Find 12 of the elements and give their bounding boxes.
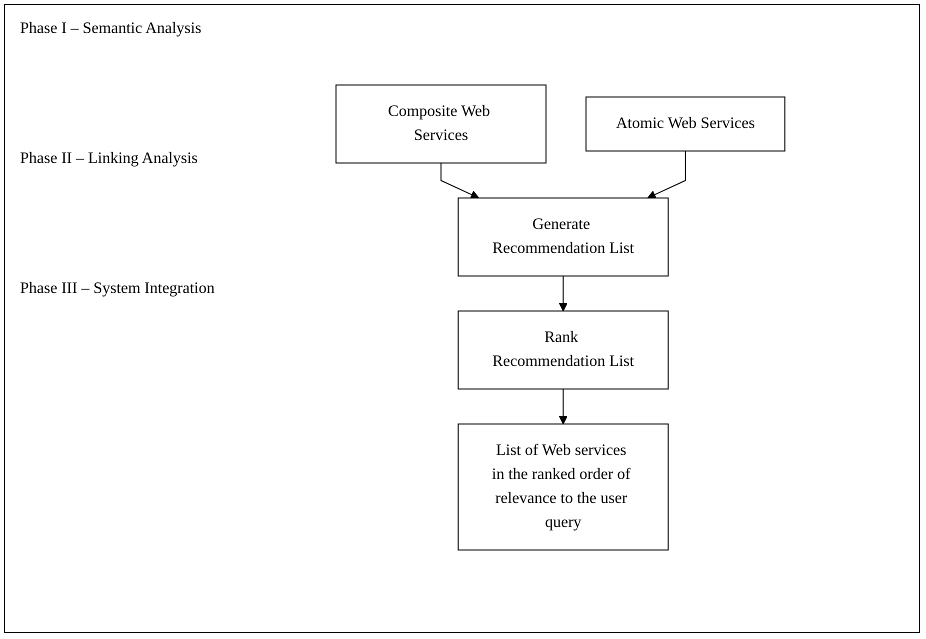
arrow xyxy=(558,388,568,424)
phase-label: Phase II – Linking Analysis xyxy=(20,150,198,168)
arrow xyxy=(440,162,479,199)
arrow xyxy=(646,150,686,199)
node-box: Atomic Web Services xyxy=(585,96,785,152)
phase-label: Phase I – Semantic Analysis xyxy=(20,20,202,38)
node-box: Composite Web Services xyxy=(335,84,546,164)
node-box: Generate Recommendation List xyxy=(457,198,668,276)
node-box: List of Web services in the ranked order of relevance to the user query xyxy=(457,424,668,550)
arrow xyxy=(558,276,568,312)
node-box: Rank Recommendation List xyxy=(457,310,668,390)
phase-label: Phase III – System Integration xyxy=(20,280,215,298)
